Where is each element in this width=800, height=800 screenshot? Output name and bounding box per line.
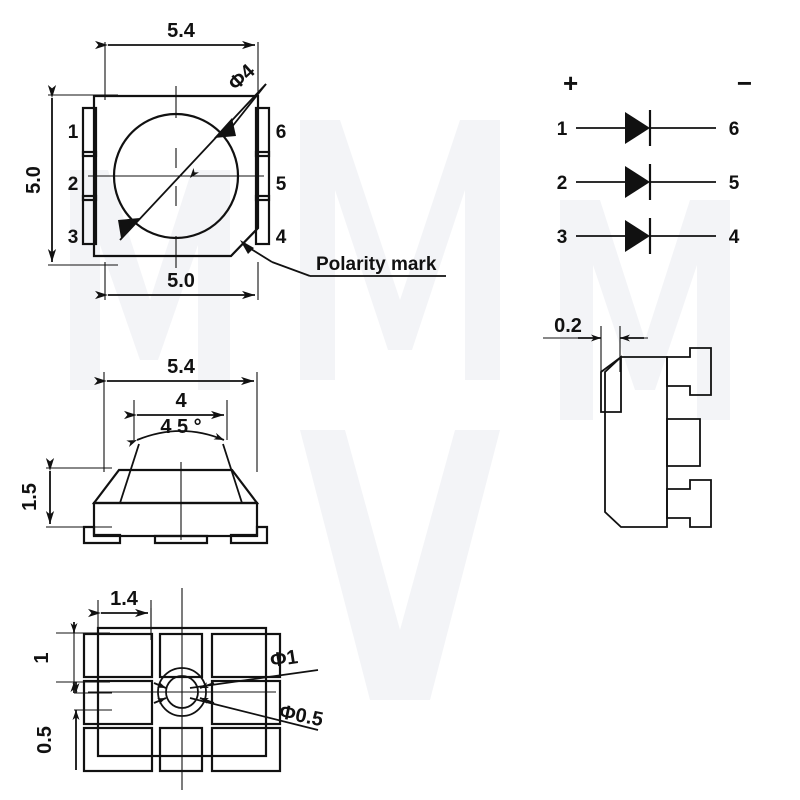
diode-row-2: 2 5 — [557, 164, 740, 200]
diode-row-1: 1 6 — [557, 110, 740, 146]
bottom-view-pad-left-bottom — [82, 726, 154, 773]
dim-label-front-height: 1.5 — [19, 483, 41, 511]
bottom-view-pad-left-top — [82, 632, 154, 679]
diode-cathode-label-6: 6 — [729, 119, 740, 140]
polarity-minus-sign: − — [737, 68, 752, 98]
bottom-view-pad-center-bottom — [158, 726, 204, 773]
dim-label-lens-angle: 4 5 ° — [160, 416, 201, 438]
dim-bottom-1p4: 1.4 — [88, 588, 148, 618]
top-view-pin-label-2: 2 — [68, 174, 79, 195]
dim-bottom-0p5: 0.5 — [34, 682, 80, 770]
top-view-lens-circle — [112, 112, 240, 240]
front-view: 5.4 4 4 5 ° 1.5 — [19, 356, 269, 545]
front-view-lead-left — [82, 525, 122, 545]
dim-label-hole-inner: Φ0.5 — [277, 701, 325, 731]
dim-front-lens-4: 4 — [124, 390, 224, 420]
top-view-pads-right — [254, 106, 271, 246]
dim-left-5p0: 5.0 — [23, 85, 57, 262]
top-view-centerlines — [88, 86, 264, 268]
dim-label-lens-width: 4 — [175, 390, 187, 412]
bottom-view-pads — [82, 632, 282, 773]
bottom-view-hole-callouts: Φ1 Φ0.5 — [153, 646, 325, 731]
front-view-extension-lines — [46, 372, 258, 528]
side-view-chamfer-strip — [600, 355, 622, 413]
dim-bottom-5p0: 5.0 — [95, 270, 255, 300]
diode-anode-label-2: 2 — [557, 173, 568, 194]
polarity-mark-callout: Polarity mark — [240, 240, 446, 277]
diode-anode-label-3: 3 — [557, 227, 568, 248]
top-view-pads-left — [81, 106, 98, 246]
bottom-view-pad-right-bottom — [210, 726, 282, 773]
dim-lens-diameter-4: Φ4 — [118, 60, 267, 241]
side-view-lead-bottom — [666, 479, 712, 528]
diode-cathode-label-4: 4 — [729, 227, 740, 248]
front-view-lead-center — [153, 534, 209, 545]
dim-label-lens-diameter: Φ4 — [224, 60, 260, 95]
dim-label-body-width: 5.0 — [167, 270, 195, 292]
top-view-pad-3 — [81, 194, 98, 246]
polarity-plus-sign: + — [563, 68, 578, 98]
side-view-body-outline — [604, 356, 668, 528]
side-view-leads — [666, 347, 712, 528]
bottom-view-hole-outer — [157, 667, 207, 717]
top-view-pad-2 — [81, 150, 98, 202]
dim-side-0p2: 0.2 — [554, 315, 644, 342]
dim-front-height-1p5: 1.5 — [19, 458, 55, 524]
top-view-pad-1 — [81, 106, 98, 158]
bottom-view: 1.4 1 0.5 — [31, 588, 325, 790]
dim-top-5p4: 5.4 — [95, 20, 255, 50]
front-view-body — [92, 501, 259, 538]
top-view-pad-4 — [254, 194, 271, 246]
top-view-pin-label-3: 3 — [68, 227, 79, 248]
diode-anode-label-1: 1 — [557, 119, 568, 140]
bottom-view-pad-left-middle — [82, 679, 154, 726]
top-view-pad-6 — [254, 106, 271, 158]
side-view: 0.2 — [543, 315, 712, 528]
circuit-diagram: + − 1 6 2 5 3 — [557, 68, 752, 254]
dim-label-chamfer-width: 0.2 — [554, 315, 582, 337]
diode-cathode-label-5: 5 — [729, 173, 740, 194]
dim-front-5p4: 5.4 — [94, 356, 254, 386]
top-view: 5.4 5.0 5.0 — [23, 20, 446, 300]
dim-label-hole-outer: Φ1 — [269, 646, 300, 672]
top-view-body-outline — [92, 94, 260, 258]
bottom-view-hole-inner — [165, 675, 199, 709]
diode-row-3: 3 4 — [557, 218, 740, 254]
dim-label-pad-gap: 0.5 — [34, 726, 56, 754]
front-view-lens-facets — [119, 443, 243, 504]
top-view-pad-5 — [254, 150, 271, 202]
dim-label-overall-width: 5.4 — [167, 20, 196, 42]
side-view-lead-top — [666, 347, 712, 396]
side-view-lead-middle — [666, 418, 701, 467]
front-view-leads — [82, 525, 269, 545]
dim-label-body-height: 5.0 — [23, 166, 45, 194]
dim-label-front-width: 5.4 — [167, 356, 196, 378]
dim-label-pad-width: 1.4 — [110, 588, 139, 610]
bottom-view-extension-lines — [56, 600, 152, 711]
top-view-pin-label-6: 6 — [276, 122, 287, 143]
bottom-view-pad-right-top — [210, 632, 282, 679]
polarity-mark-label: Polarity mark — [316, 254, 437, 275]
bottom-view-centerlines — [88, 588, 276, 790]
bottom-view-pad-center-top — [158, 632, 204, 679]
dim-label-pad-height: 1 — [31, 652, 53, 663]
dim-front-angle-45: 4 5 ° — [126, 416, 225, 448]
top-view-pin-label-1: 1 — [68, 122, 79, 143]
top-view-pin-label-4: 4 — [276, 227, 287, 248]
front-view-lead-right — [229, 525, 269, 545]
top-view-pin-label-5: 5 — [276, 174, 287, 195]
